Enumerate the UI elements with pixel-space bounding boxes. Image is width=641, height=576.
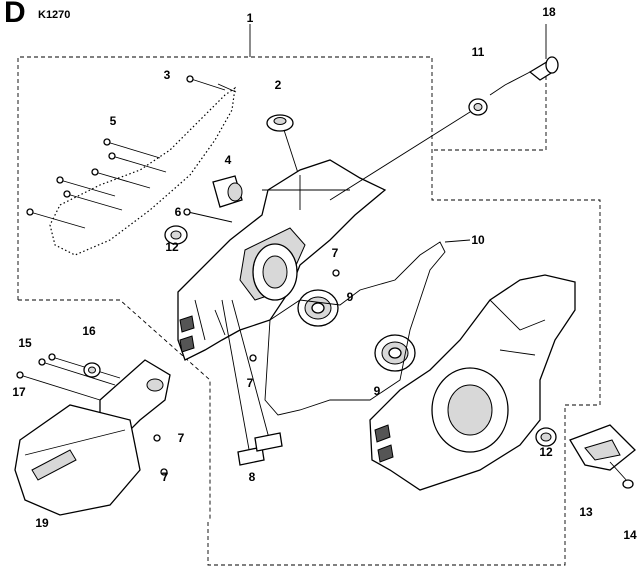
- callout-9-a: 9: [346, 290, 354, 304]
- callout-7-a: 7: [331, 246, 339, 260]
- callout-1: 1: [246, 11, 254, 25]
- rubber-plug: [266, 114, 311, 211]
- callout-7-b: 7: [246, 376, 254, 390]
- callout-7-d: 7: [161, 470, 169, 484]
- washer-left: [164, 225, 188, 245]
- bearing-upper: [297, 289, 339, 327]
- callout-7-c: 7: [177, 431, 185, 445]
- callout-4: 4: [224, 153, 232, 167]
- damper-block: [212, 175, 243, 208]
- dowel-pins: [153, 269, 340, 476]
- long-screws: [221, 299, 283, 466]
- callout-14: 14: [623, 528, 637, 542]
- decomp-valve-18: [489, 56, 559, 96]
- bearing-lower: [374, 334, 416, 372]
- left-crankcase-half: [177, 159, 387, 361]
- callout-11: 11: [471, 45, 485, 59]
- callout-9-b: 9: [373, 384, 381, 398]
- callout-17: 17: [12, 385, 26, 399]
- callout-2: 2: [274, 78, 282, 92]
- grommet-11: [329, 98, 488, 201]
- callout-10: 10: [471, 233, 485, 247]
- callout-8: 8: [248, 470, 256, 484]
- cover-screws: [16, 353, 121, 401]
- mount-bracket-13: [569, 424, 636, 471]
- model-code: K1270: [38, 9, 71, 21]
- callout-3: 3: [163, 68, 171, 82]
- rear-bracket-gasket: [49, 75, 237, 256]
- crankcase-gasket: [264, 239, 471, 416]
- callout-13: 13: [579, 505, 593, 519]
- callout-16: 16: [82, 324, 96, 338]
- nut-16: [83, 362, 101, 378]
- screw-6: [183, 208, 233, 223]
- callout-5: 5: [109, 114, 117, 128]
- section-letter: D: [4, 0, 26, 29]
- group-boundary-lines: [17, 24, 601, 566]
- callout-12-a: 12: [165, 240, 179, 254]
- washer-right: [535, 427, 557, 447]
- clutch-cover-19: [14, 404, 141, 516]
- callout-15: 15: [18, 336, 32, 350]
- callout-19: 19: [35, 516, 49, 530]
- callout-6: 6: [174, 205, 182, 219]
- callout-18: 18: [542, 5, 556, 19]
- screw-14: [609, 461, 634, 489]
- right-crankcase-half: [369, 274, 576, 491]
- bracket-bolts: [26, 138, 167, 229]
- callout-12-b: 12: [539, 445, 553, 459]
